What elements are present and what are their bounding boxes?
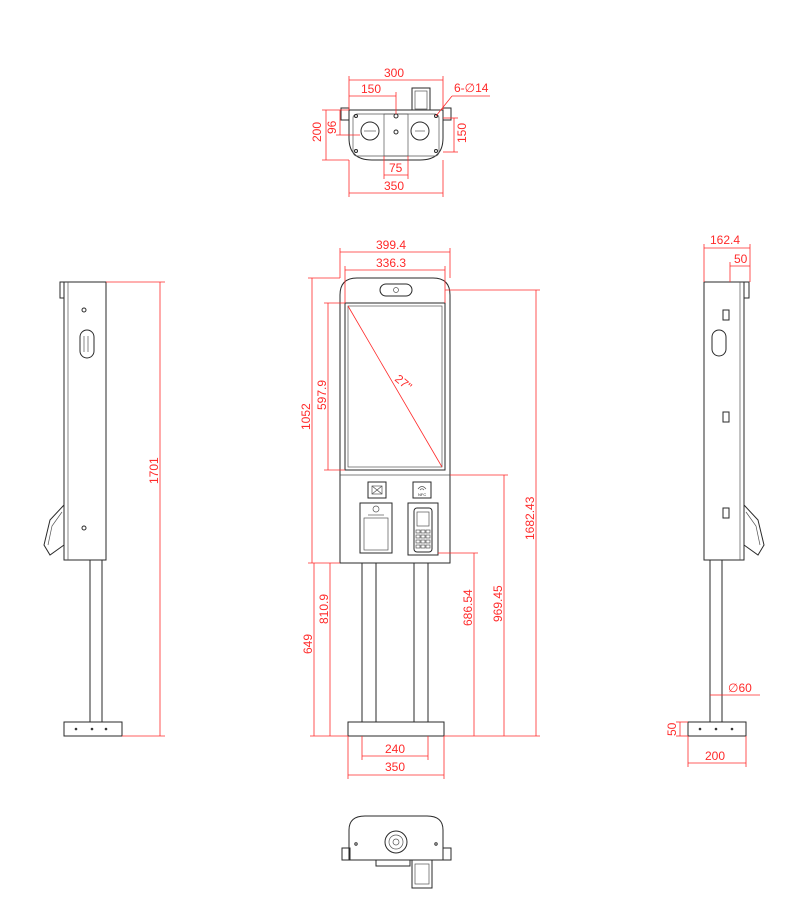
front-height-1682: 1682.43 xyxy=(523,496,537,540)
speaker-icon xyxy=(79,329,95,359)
top-depth-96: 96 xyxy=(325,120,339,134)
bottom-speaker-icon xyxy=(384,830,408,854)
top-offset-75: 75 xyxy=(389,161,403,175)
top-width-150: 150 xyxy=(361,82,381,96)
right-pole-dia: ∅60 xyxy=(728,681,752,695)
right-base-200: 200 xyxy=(705,749,725,763)
top-right-circle-icon xyxy=(410,121,430,141)
camera-icon xyxy=(379,283,413,297)
top-width-350: 350 xyxy=(384,179,404,193)
top-left-circle-icon xyxy=(360,121,380,141)
printer-icon xyxy=(359,502,393,554)
right-base-50: 50 xyxy=(665,722,679,736)
front-width-399: 399.4 xyxy=(376,238,406,252)
front-base-240: 240 xyxy=(385,742,405,756)
front-view: 27" NFC xyxy=(299,238,540,779)
front-height-649: 649 xyxy=(301,634,315,654)
qr-scanner-icon xyxy=(367,481,387,499)
screen-diag: 27" xyxy=(392,372,414,394)
nfc-label: NFC xyxy=(418,492,426,497)
front-height-810: 810.9 xyxy=(317,594,331,624)
right-depth-50: 50 xyxy=(734,252,748,266)
left-height-1701: 1701 xyxy=(147,457,161,484)
front-height-686: 686.54 xyxy=(461,589,475,626)
left-side-view: 1701 xyxy=(43,281,165,737)
front-screen-height: 597.9 xyxy=(315,380,329,410)
front-base-350: 350 xyxy=(385,760,405,774)
nfc-icon xyxy=(412,481,432,499)
bottom-view xyxy=(341,815,452,889)
right-depth-162: 162.4 xyxy=(710,233,740,247)
top-view: 300 150 6-∅14 200 96 150 75 350 xyxy=(310,66,490,197)
top-depth-200: 200 xyxy=(310,122,324,142)
front-height-969: 969.45 xyxy=(491,585,505,622)
top-width-300: 300 xyxy=(384,66,404,80)
front-height-1052: 1052 xyxy=(299,403,313,430)
top-holes: 6-∅14 xyxy=(454,81,489,95)
pin-pad xyxy=(407,502,439,556)
top-depth-150: 150 xyxy=(455,123,469,143)
right-speaker-icon xyxy=(711,329,727,357)
right-side-view: 162.4 50 ∅60 50 200 xyxy=(665,233,765,767)
front-width-336: 336.3 xyxy=(376,256,406,270)
touch-screen xyxy=(344,302,446,471)
